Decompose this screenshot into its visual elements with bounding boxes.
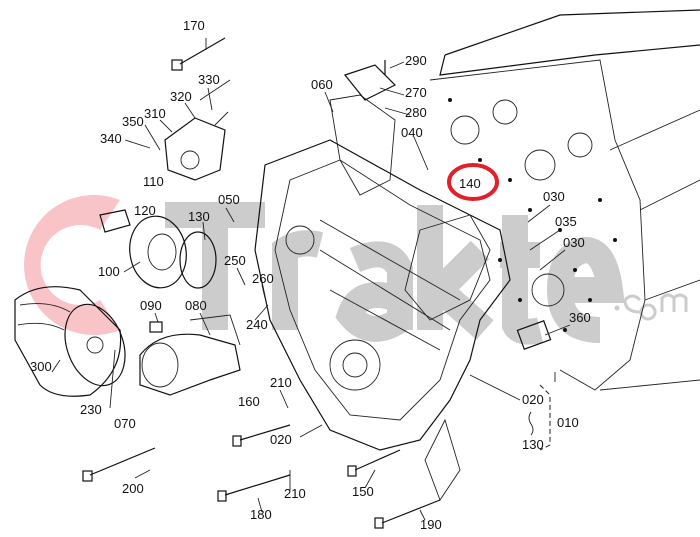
- label-170[interactable]: 170: [183, 18, 205, 33]
- highlight-circle-140: [447, 163, 499, 201]
- label-040[interactable]: 040: [401, 125, 423, 140]
- label-090[interactable]: 090: [140, 298, 162, 313]
- label-030-upper[interactable]: 030: [543, 189, 565, 204]
- label-130-group[interactable]: 130: [522, 437, 544, 452]
- gear-case: [254, 94, 511, 501]
- leader-lines: [51, 38, 571, 521]
- label-240[interactable]: 240: [246, 317, 268, 332]
- label-270[interactable]: 270: [405, 85, 427, 100]
- bolt-170-head: [171, 59, 183, 71]
- label-330[interactable]: 330: [198, 72, 220, 87]
- engine-block: [429, 9, 700, 391]
- part-labels: 170 290 060 270 330 320 310 280 340 350 …: [30, 18, 591, 532]
- label-250[interactable]: 250: [224, 253, 246, 268]
- label-080[interactable]: 080: [185, 298, 207, 313]
- label-350[interactable]: 350: [122, 114, 144, 129]
- label-150[interactable]: 150: [352, 484, 374, 499]
- label-020-left[interactable]: 020: [270, 432, 292, 447]
- label-260[interactable]: 260: [252, 271, 274, 286]
- label-200[interactable]: 200: [122, 481, 144, 496]
- label-320[interactable]: 320: [170, 89, 192, 104]
- label-010[interactable]: 010: [557, 415, 579, 430]
- oil-cooler: [99, 209, 217, 289]
- label-140[interactable]: 140: [459, 176, 481, 191]
- watermark-logo: [24, 195, 120, 335]
- label-060[interactable]: 060: [311, 77, 333, 92]
- label-070[interactable]: 070: [114, 416, 136, 431]
- watermark: [24, 195, 688, 345]
- plug-360: [516, 320, 552, 350]
- label-230[interactable]: 230: [80, 402, 102, 417]
- label-340[interactable]: 340: [100, 131, 122, 146]
- label-130-upper[interactable]: 130: [188, 209, 210, 224]
- label-050[interactable]: 050: [218, 192, 240, 207]
- water-flange: [343, 60, 397, 101]
- bolts: [82, 37, 552, 529]
- oil-filter: [14, 286, 126, 397]
- label-190[interactable]: 190: [420, 517, 442, 532]
- label-160[interactable]: 160: [238, 394, 260, 409]
- label-360[interactable]: 360: [569, 310, 591, 325]
- label-030-lower[interactable]: 030: [563, 235, 585, 250]
- label-120[interactable]: 120: [134, 203, 156, 218]
- label-290[interactable]: 290: [405, 53, 427, 68]
- range-tilde: [528, 411, 534, 436]
- watermark-lettering: [165, 202, 688, 345]
- label-300[interactable]: 300: [30, 359, 52, 374]
- label-210-lower[interactable]: 210: [284, 486, 306, 501]
- label-020-group[interactable]: 020: [522, 392, 544, 407]
- label-310[interactable]: 310: [144, 106, 166, 121]
- label-180[interactable]: 180: [250, 507, 272, 522]
- filter-bracket: [139, 314, 241, 396]
- label-100[interactable]: 100: [98, 264, 120, 279]
- label-035[interactable]: 035: [555, 214, 577, 229]
- label-280[interactable]: 280: [405, 105, 427, 120]
- label-210-upper[interactable]: 210: [270, 375, 292, 390]
- label-110[interactable]: 110: [143, 174, 164, 189]
